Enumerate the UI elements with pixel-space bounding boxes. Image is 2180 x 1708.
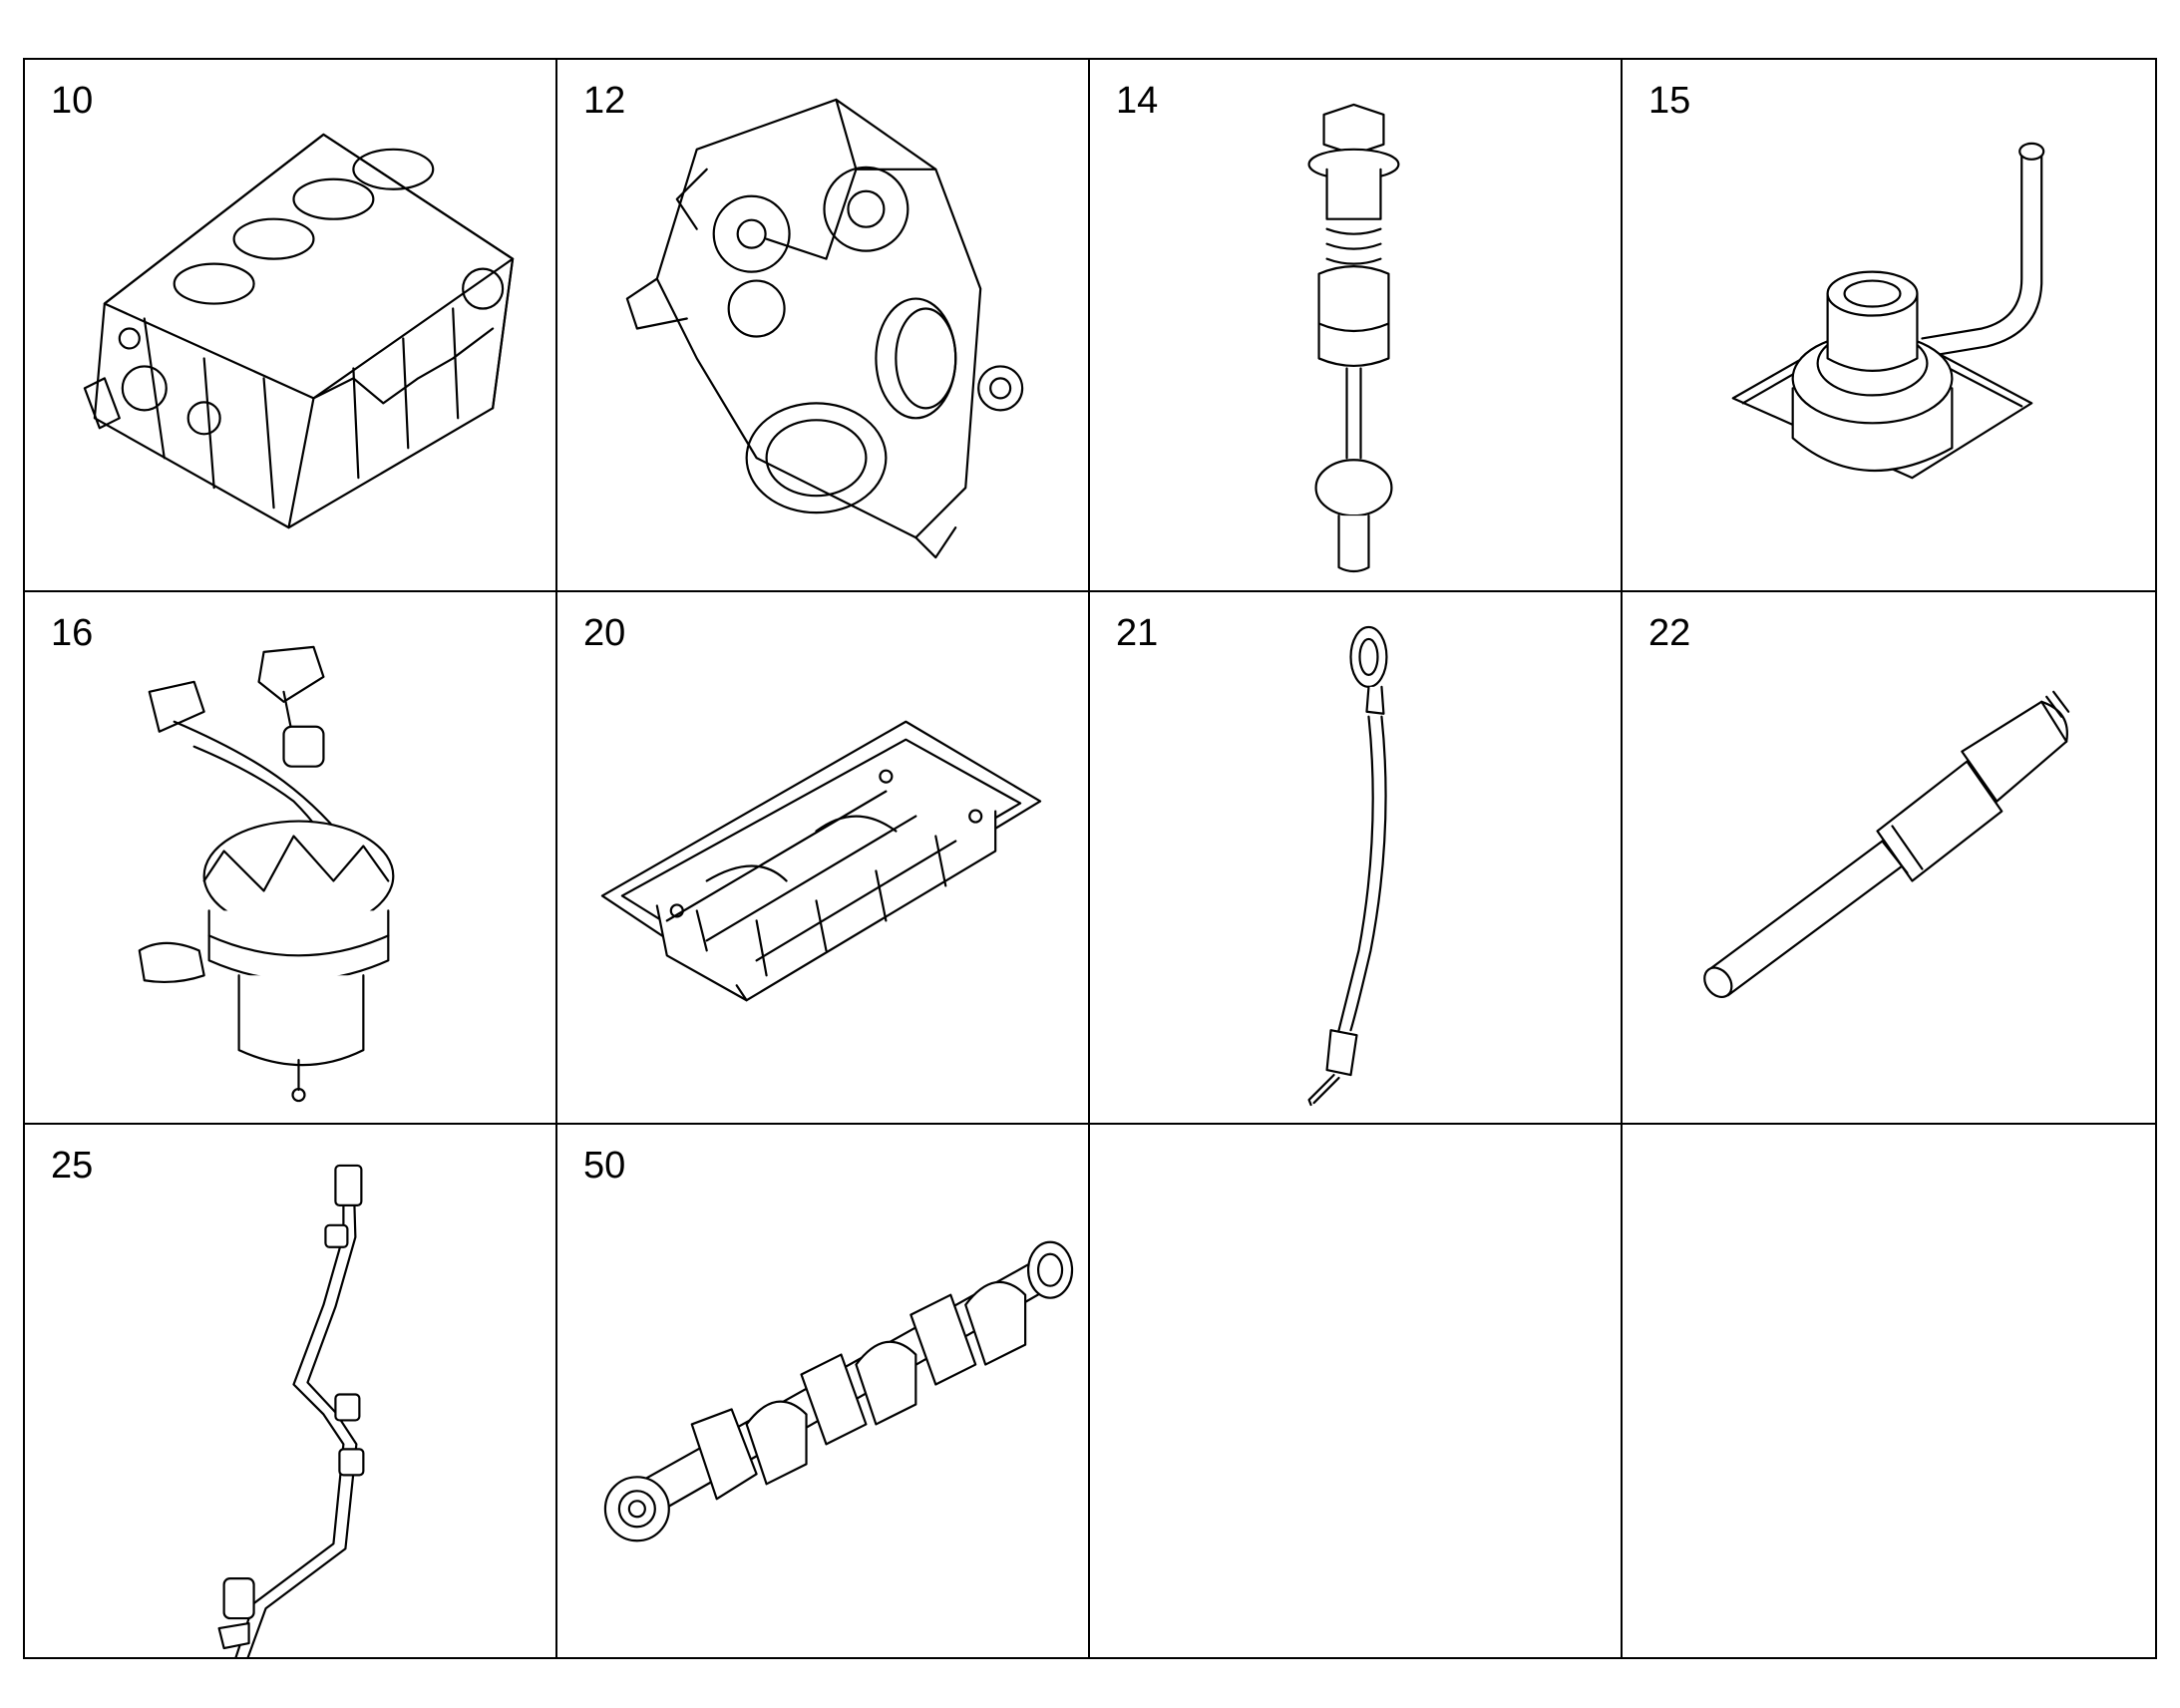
part-number: 21 (1116, 612, 1159, 654)
oil-dipstick-icon (1307, 625, 1388, 1107)
part-cell-14[interactable]: 14 (1090, 60, 1623, 592)
part-number: 15 (1648, 80, 1691, 122)
parts-grid: 10 12 (23, 58, 2157, 1659)
part-number: 12 (583, 80, 626, 122)
part-cell-22[interactable]: 22 (1623, 592, 2155, 1125)
part-cell-16[interactable]: 16 (25, 592, 557, 1125)
part-number: 16 (51, 612, 94, 654)
sensor-probe-icon (1703, 690, 2070, 999)
part-cell-12[interactable]: 12 (557, 60, 1090, 592)
part-number: 14 (1116, 80, 1159, 122)
part-cell-10[interactable]: 10 (25, 60, 557, 592)
empty-cell (1090, 1125, 1623, 1657)
part-number: 20 (583, 612, 626, 654)
crankshaft-icon (603, 1240, 1074, 1542)
breather-pipe-icon (217, 1164, 365, 1657)
plug-with-valve-icon (1307, 103, 1400, 573)
part-number: 10 (51, 80, 94, 122)
part-cell-15[interactable]: 15 (1623, 60, 2155, 592)
part-cell-50[interactable]: 50 (557, 1125, 1090, 1657)
flange-elbow-pipe-icon (1731, 142, 2045, 480)
empty-cell (1623, 1125, 2155, 1657)
part-cell-21[interactable]: 21 (1090, 592, 1623, 1125)
part-number: 50 (583, 1145, 626, 1187)
oil-pan-icon (600, 720, 1042, 1002)
part-number: 22 (1648, 612, 1691, 654)
crankcase-breather-icon (138, 645, 395, 1103)
part-number: 25 (51, 1145, 94, 1187)
part-cell-20[interactable]: 20 (557, 592, 1090, 1125)
cylinder-block-icon (83, 133, 515, 529)
timing-case-cover-icon (625, 98, 1024, 559)
part-cell-25[interactable]: 25 (25, 1125, 557, 1657)
